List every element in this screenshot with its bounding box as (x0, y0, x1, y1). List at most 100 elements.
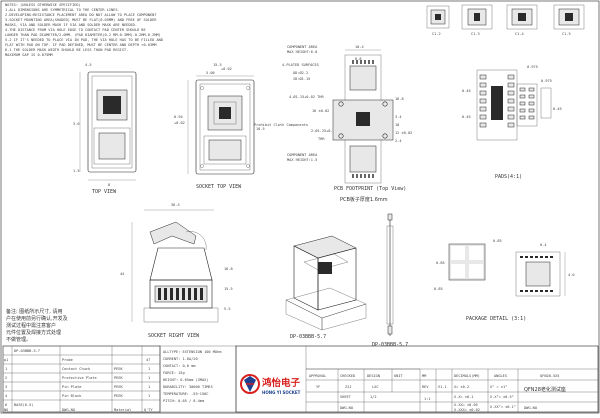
dim-text: 36.5 (171, 203, 180, 207)
tb-tol: X.XX= ±0.05 (454, 403, 478, 407)
title-block: 鸿怡电子 HONG YI SOCKET APPROVAL CHECKED DES… (235, 345, 599, 413)
bom-no: p1 (4, 358, 8, 362)
bom-qty: 47 (146, 358, 150, 362)
dim-text: 8 (108, 183, 110, 187)
tb-ang: X.X°= ±0.5° (490, 395, 514, 399)
bom-material: PEEK (114, 376, 123, 380)
callout-text: 4-PLATED SURFACES (282, 63, 319, 67)
cn-remark-line: 元件位置及焊接方式处理 (6, 329, 61, 336)
dim-text: 6.8 (355, 57, 362, 61)
spec-line: FORCE: 15g (163, 371, 185, 375)
bom-qty: 1 (148, 376, 150, 380)
view-title-socket-right: SOCKET RIGHT VIEW (148, 333, 200, 339)
tb-tol: X.XXX= ±0.02 (454, 408, 480, 412)
note-line: LONGER THAN PAD DIAMETER/2.0MM. (PAD DIA… (5, 33, 161, 37)
view-title-top: TOP VIEW (92, 189, 117, 195)
tb-unit-val: MM (422, 374, 427, 378)
cn-remark-line: 备注: 图纸所示尺寸, 请用 (6, 308, 62, 315)
tb-tol: X= ±0.2 (454, 385, 469, 389)
bom-name: Probe (62, 358, 73, 362)
dim-text: 16.8 (395, 97, 404, 101)
dim-text: 0.45 (462, 89, 471, 93)
view-title-pcb: PCB FOOTPRINT (Top View) (334, 186, 406, 192)
bom-col-qty: Q'TY (144, 408, 153, 412)
tb-dwg-no-right: DWG.NO (524, 406, 537, 410)
spec-line: CONTACT: 0.0 mm (163, 364, 195, 368)
company-logo-icon (240, 374, 260, 394)
tb-tol: X.X= ±0.1 (454, 395, 473, 399)
tb-checked-val: ZJJ (345, 385, 352, 389)
callout-text: COMPONENT AREA (287, 153, 318, 157)
tb-angles: ANGLES (494, 374, 507, 378)
dim-text: 5.5 (224, 307, 231, 311)
cn-remark-line: 户在使用前另行确认,开发及 (6, 315, 68, 322)
callout-text: Prohibit Cloth Components (254, 123, 308, 127)
dim-text: 1.5 (73, 169, 80, 173)
tb-sheet: SHEET (340, 395, 352, 399)
tb-unit: UNIT (394, 374, 403, 378)
dim-text: 0.975 (541, 79, 552, 83)
callout-text: OD:Ø2.2 (293, 70, 308, 75)
dim-text: 0.85 (436, 261, 445, 265)
package-detail: 0.85 0.85 0.4 4.0 0.85 PACKAGE DETAIL (3… (434, 239, 575, 322)
dim-text: 4.5 (85, 63, 92, 67)
callout-text: 4-Ø1.15+0.02 THR (289, 94, 324, 99)
dim-text: 18 (395, 123, 399, 127)
bom-no: 3 (5, 385, 7, 389)
tb-sheet-val: 1/2 (370, 395, 377, 399)
note-line: 6.1 THE SOLDER MASK WIDTH SHOULD BE LESS… (5, 48, 128, 52)
section-label: C1.5 (562, 32, 571, 36)
dim-text: 3.4 (395, 115, 402, 119)
bom-qty: 1 (148, 367, 150, 371)
spec-line: PITCH: 0.65 / 0.4mm (163, 399, 204, 403)
note-line: MAXIMUM GAP IS 0.075MM (5, 53, 53, 57)
tb-rev-val: V1.1 (438, 385, 447, 389)
tb-approval-val: YF (316, 385, 320, 389)
note-line: 1.ALL DIMENSIONS ARE SYMMETRICAL TO THE … (5, 8, 120, 12)
section-label: C1.3 (471, 32, 480, 36)
note-line: 3.SOCKET MOUNTING AREA(SHADED) MUST BE F… (5, 18, 157, 22)
dim-text: 15.5 (224, 287, 233, 291)
dim-text: +0.02 (174, 121, 185, 125)
pads-detail: 0.975 0.45 0.975 0.45 0.45 PADS(4:1) (462, 65, 562, 180)
cn-remarks: 备注: 图纸所示尺寸, 请用 户在使用前另行确认,开发及 测试过程中需注意客户 … (6, 308, 68, 343)
dim-text: 0.94 (174, 115, 183, 119)
notes-block: NOTES: (UNLESS OTHERWISE SPECIFIED) 1.AL… (5, 3, 163, 57)
bom-material: PEEK (114, 394, 123, 398)
bom-col-no: NO (4, 408, 8, 412)
dim-text: 0.85 (493, 239, 502, 243)
bom-material: PEEK (114, 385, 123, 389)
section-label: C1.4 (515, 32, 524, 36)
company-name-cn: 鸿怡电子 (261, 377, 301, 389)
callout-text: THR (318, 137, 325, 141)
tb-title-cn: QFN28老化测试座 (524, 386, 566, 393)
tb-scale: 1:1 (424, 397, 431, 401)
dim-text: 2.4 (395, 139, 402, 143)
probe-view: DP-03BBB-5.7 (372, 213, 408, 348)
bom-no: 1 (5, 367, 7, 371)
note-line: MASKS, VIA AND SOLDER MASK IF VIA AND SO… (5, 23, 137, 27)
top-view: 3.6 4.5 1.5 8 TOP VIEW (73, 63, 137, 195)
dim-text: 10.5 (256, 127, 265, 131)
dim-text: 0.45 (462, 115, 471, 119)
section-label: C1.2 (432, 32, 441, 36)
bom-material: PEEK (114, 367, 123, 371)
dim-text: 0.45 (553, 107, 562, 111)
tb-title: QFN28-5X5 (540, 374, 559, 378)
tb-design: DESIGN (367, 374, 380, 378)
cn-remark-line: 不做管理。 (6, 336, 31, 343)
dim-text: 4.0 (568, 273, 575, 277)
tb-dwg-no: DWG.NO (340, 406, 353, 410)
view-title-pads: PADS(4:1) (495, 174, 522, 180)
callout-text: MAX HEIGHT:6.0 (287, 50, 317, 54)
probe-code: DP-03BBB-5.7 (372, 342, 408, 348)
note-line: 5.2 IF IT'S NEEDED TO PLACE VIA IN PAD, … (5, 38, 163, 42)
callout-text: COMPONENT AREA (287, 45, 318, 49)
note-line: 2.DEVELOPING:RESISTANCE PLACEMENT AREA D… (5, 13, 157, 17)
bom-name: BASE(6-5) (14, 403, 33, 407)
tb-decimals: DECIMALS(MM) (454, 374, 480, 378)
spec-notes: ALLTYPE: EXTENSION 100 MOhm CURRENT: 1.0… (159, 345, 237, 413)
tb-ang: X° = ±1° (490, 385, 507, 389)
